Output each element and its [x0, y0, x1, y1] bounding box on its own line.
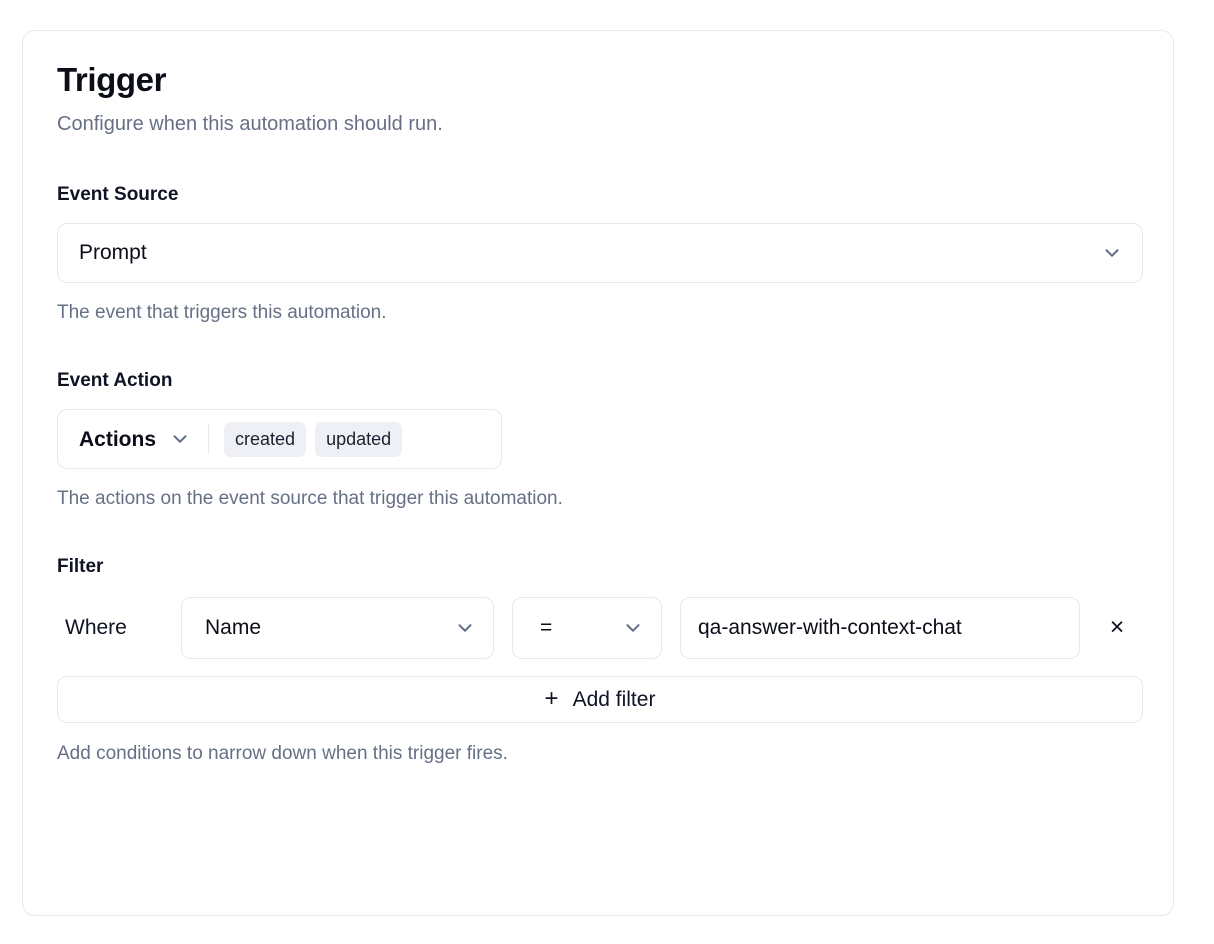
filter-field-value: Name [205, 616, 262, 640]
page-title: Trigger [57, 61, 167, 98]
filter-helper: Add conditions to narrow down when this … [57, 742, 508, 764]
event-source-select[interactable]: Prompt [57, 222, 1143, 283]
event-source-helper: The event that triggers this automation. [57, 301, 387, 323]
where-label: Where [65, 616, 127, 640]
event-action-label: Event Action [57, 370, 173, 392]
event-source-label: Event Source [57, 183, 179, 205]
filter-value-input[interactable]: qa-answer-with-context-chat [680, 596, 1080, 659]
page-subtitle: Configure when this automation should ru… [57, 112, 443, 135]
event-source-section: Event Source Prompt The event that trigg… [57, 183, 1143, 325]
event-action-helper: The actions on the event source that tri… [57, 488, 563, 510]
remove-filter-button[interactable]: × [1095, 606, 1139, 650]
trigger-card: Trigger Configure when this automation s… [22, 30, 1174, 916]
event-source-value: Prompt [79, 241, 147, 265]
close-icon: × [1109, 613, 1125, 642]
filter-field-select[interactable]: Name [181, 596, 494, 659]
event-action-badge-updated[interactable]: updated [315, 421, 403, 457]
filter-row: Where Name = qa-answer-with-context-chat [57, 596, 1139, 659]
add-filter-label: Add filter [572, 687, 656, 711]
filter-value-text: qa-answer-with-context-chat [698, 617, 962, 639]
add-filter-button[interactable]: + Add filter [57, 675, 1143, 723]
chevron-down-icon [454, 617, 476, 639]
filter-operator-select[interactable]: = [512, 596, 662, 659]
filter-section: Filter Where Name = qa-answer-with-c [57, 555, 1143, 766]
chevron-down-icon[interactable] [169, 428, 191, 450]
event-action-control-label: Actions [79, 427, 157, 451]
event-action-multiselect[interactable]: Actions created updated [57, 409, 502, 470]
divider [208, 424, 210, 455]
event-action-badge-created[interactable]: created [224, 421, 307, 457]
plus-icon: + [544, 685, 559, 713]
filter-operator-value: = [540, 616, 553, 640]
filter-label: Filter [57, 555, 104, 577]
event-action-section: Event Action Actions created updated The… [57, 370, 1139, 511]
chevron-down-icon [622, 617, 644, 639]
chevron-down-icon [1101, 242, 1123, 264]
